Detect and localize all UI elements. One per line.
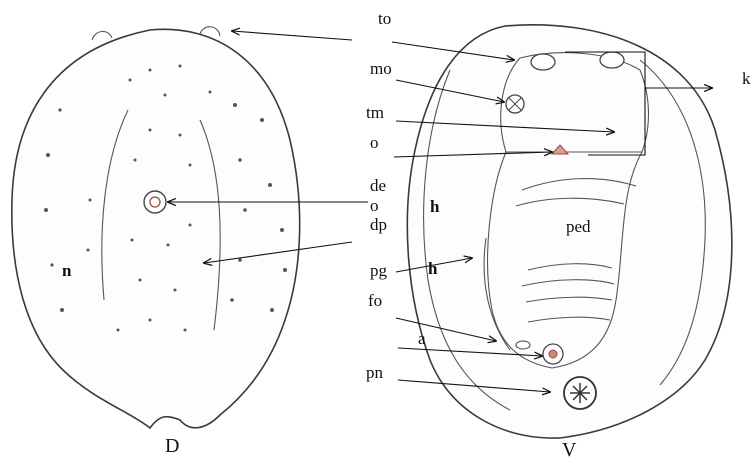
view-label-ventral: V: [562, 439, 577, 461]
dorsal-anterior-tubercle-left: [92, 31, 112, 40]
label-fo: fo: [368, 291, 382, 310]
label-n: n: [62, 261, 72, 280]
fold-opening: [516, 341, 530, 349]
view-label-dorsal: D: [165, 435, 179, 457]
label-de: de: [370, 176, 386, 195]
label-ped: ped: [566, 217, 591, 236]
ventral-tubercle-left: [531, 54, 555, 70]
ventral-view: ped h h V: [407, 25, 732, 461]
dorsal-body-outline: [12, 29, 300, 428]
label-k: k: [742, 69, 751, 88]
label-o-1: o: [370, 133, 379, 152]
label-o-2: o: [370, 196, 379, 215]
anal-opening-inner: [549, 350, 557, 358]
label-h-upper: h: [430, 197, 440, 216]
arrow-to-dorsal: [232, 31, 352, 40]
posterior-node-star: [570, 383, 590, 403]
label-tm: tm: [366, 103, 384, 122]
label-mo: mo: [370, 59, 392, 78]
label-pn: pn: [366, 363, 384, 382]
dorsal-view: n D: [12, 27, 300, 457]
dorsal-central-organ-inner: [150, 197, 160, 207]
label-to: to: [378, 9, 391, 28]
label-pg: pg: [370, 261, 388, 280]
label-dp: dp: [370, 215, 387, 234]
label-h-lower: h: [428, 259, 438, 278]
label-a: a: [418, 329, 426, 348]
ventral-tubercle-right: [600, 52, 624, 68]
